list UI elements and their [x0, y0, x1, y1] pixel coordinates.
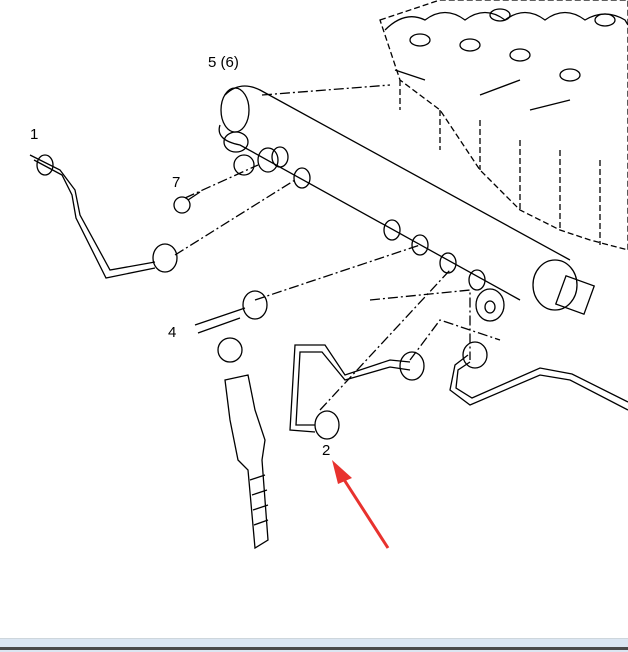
part-7-bolt: [173, 191, 201, 214]
label-part-7: 7: [172, 174, 181, 191]
label-part-1: 1: [30, 126, 39, 143]
red-arrow: [332, 460, 390, 549]
cylinder-head-top: [384, 8, 628, 111]
label-part-4: 4: [168, 324, 177, 341]
pipe-2: [289, 344, 425, 440]
pipe-3: [449, 341, 628, 411]
label-part-5-6: 5 (6): [208, 54, 239, 71]
cylinder-head: [379, 0, 628, 251]
pipe-1: [29, 154, 178, 279]
label-part-2: 2: [322, 442, 331, 459]
dash-dot-leaders: [174, 84, 501, 411]
common-rail: [218, 85, 596, 322]
injector: [224, 374, 269, 550]
part-4-tube: [194, 290, 268, 363]
status-bar-edge: [0, 647, 628, 650]
window-status-bar: [0, 638, 628, 652]
rail-outlets: [271, 146, 486, 291]
